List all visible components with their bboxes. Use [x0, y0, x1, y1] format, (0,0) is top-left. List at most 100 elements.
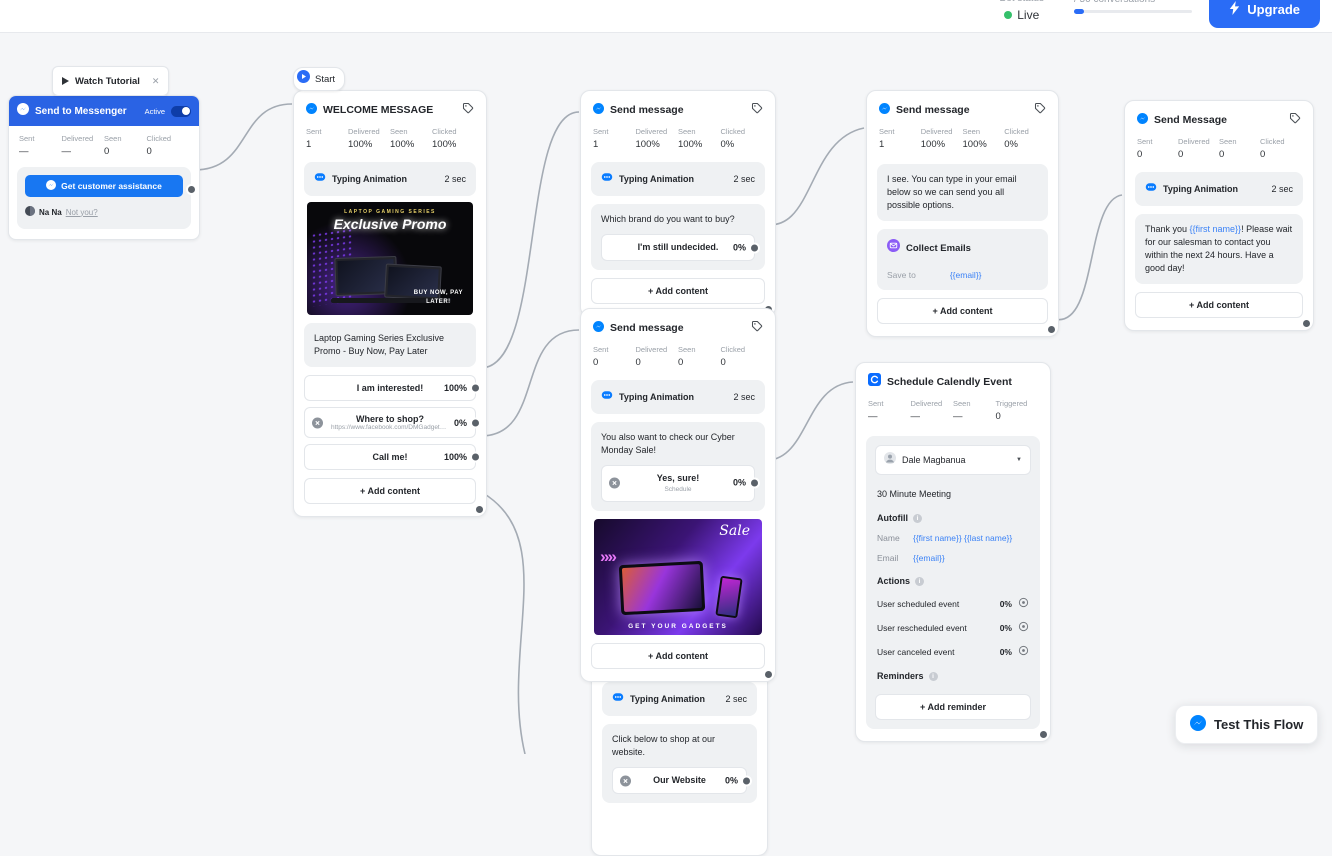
- email-variable[interactable]: {{email}}: [913, 553, 945, 563]
- quick-reply-button-call-me[interactable]: Call me! 100%: [304, 444, 479, 471]
- action-row-canceled: User canceled event 0%: [877, 645, 1029, 658]
- add-content-button[interactable]: + Add content: [591, 642, 765, 669]
- stat-value: —: [953, 411, 963, 422]
- stat-label: Clicked: [432, 127, 457, 136]
- upgrade-button[interactable]: Upgrade: [1209, 0, 1320, 28]
- typing-animation-block[interactable]: Typing Animation 2 sec: [1135, 172, 1303, 206]
- node-connector-dot[interactable]: [765, 670, 772, 678]
- add-reminder-button[interactable]: + Add reminder: [875, 694, 1031, 720]
- stat-value: —: [910, 411, 921, 422]
- message-text: Laptop Gaming Series Exclusive Promo - B…: [314, 333, 445, 357]
- quick-reply-button-yes-sure[interactable]: Yes, sure! Schedule 0%: [601, 465, 758, 502]
- bolt-icon: [1229, 1, 1240, 18]
- email-variable[interactable]: {{email}}: [949, 270, 982, 281]
- avatar: [884, 451, 896, 469]
- target-icon[interactable]: [1018, 621, 1029, 634]
- actions-section-label: Actions: [877, 576, 911, 586]
- message-text: Click below to shop at our website.: [612, 734, 716, 758]
- node-send-to-messenger[interactable]: Send to Messenger Active Sent— Delivered…: [8, 95, 200, 240]
- stat-value: 100%: [432, 139, 457, 150]
- conversations-label: / 50 conversations: [1074, 0, 1192, 5]
- node-header: Schedule Calendly Event: [856, 363, 1050, 393]
- start-label: Start: [315, 73, 336, 85]
- typing-animation-block[interactable]: Typing Animation 2 sec: [591, 162, 765, 196]
- connector-dot[interactable]: [472, 453, 479, 461]
- typing-label: Typing Animation: [630, 694, 705, 704]
- quick-reply-button-undecided[interactable]: I'm still undecided. 0%: [601, 234, 758, 262]
- tag-icon[interactable]: [1034, 101, 1046, 119]
- add-content-button[interactable]: + Add content: [591, 278, 765, 305]
- action-label: User rescheduled event: [877, 622, 967, 633]
- promo-image[interactable]: LAPTOP GAMING SERIES Exclusive Promo BUY…: [307, 202, 473, 315]
- watch-tutorial-pill[interactable]: Watch Tutorial: [52, 66, 170, 96]
- stat-label: Delivered: [910, 399, 943, 408]
- stat-label: Sent: [879, 127, 895, 136]
- url-button-where-to-shop[interactable]: Where to shop? https://www.facebook.com/…: [304, 407, 479, 439]
- stat-label: Delivered: [61, 134, 94, 143]
- connector-dot[interactable]: [743, 777, 750, 785]
- connector-dot[interactable]: [188, 186, 195, 193]
- typing-icon: [601, 388, 613, 406]
- message-text-block[interactable]: Laptop Gaming Series Exclusive Promo - B…: [304, 323, 476, 368]
- message-text-block[interactable]: Click below to shop at our website. Our …: [602, 724, 757, 804]
- connector-dot[interactable]: [472, 419, 479, 427]
- add-content-button[interactable]: + Add content: [877, 298, 1048, 325]
- add-content-button[interactable]: + Add content: [1135, 292, 1303, 319]
- tag-icon[interactable]: [462, 101, 474, 119]
- connector-dot[interactable]: [751, 244, 758, 252]
- calendly-account-dropdown[interactable]: Dale Magbanua: [875, 445, 1031, 475]
- typing-animation-block[interactable]: Typing Animation 2 sec: [591, 380, 765, 414]
- close-icon[interactable]: [152, 76, 160, 87]
- node-schedule-calendly-event[interactable]: Schedule Calendly Event Sent— Delivered—…: [855, 362, 1051, 742]
- connector-dot[interactable]: [751, 479, 758, 487]
- target-icon[interactable]: [1018, 597, 1029, 610]
- node-connector-dot[interactable]: [476, 506, 483, 514]
- chevron-down-icon: [1016, 457, 1022, 463]
- url-button-our-website[interactable]: Our Website 0%: [612, 767, 750, 795]
- autofill-name-row: Name {{first name}} {{last name}}: [877, 533, 1029, 543]
- quick-reply-button-interested[interactable]: I am interested! 100%: [304, 375, 479, 402]
- conversations-progress-bar: [1074, 9, 1192, 14]
- tag-icon[interactable]: [751, 101, 763, 119]
- connector-dot[interactable]: [472, 384, 479, 392]
- button-label: Yes, sure!: [656, 473, 700, 484]
- messenger-icon: [46, 180, 57, 192]
- test-this-flow-label: Test This Flow: [1214, 717, 1304, 732]
- calendly-meeting-type: 30 Minute Meeting: [877, 489, 952, 499]
- node-connector-dot[interactable]: [1040, 731, 1047, 738]
- message-text-block[interactable]: You also want to check our Cyber Monday …: [591, 422, 765, 511]
- stat-label: Clicked: [720, 127, 746, 136]
- name-variable[interactable]: {{first name}} {{last name}}: [913, 533, 1013, 543]
- tag-icon[interactable]: [1289, 111, 1301, 129]
- test-this-flow-button[interactable]: Test This Flow: [1175, 705, 1319, 744]
- add-content-button[interactable]: + Add content: [304, 478, 476, 505]
- message-text-block[interactable]: I see. You can type in your email below …: [877, 164, 1048, 222]
- button-percentage: 0%: [732, 477, 746, 488]
- target-icon[interactable]: [1018, 645, 1029, 658]
- message-text-block[interactable]: Which brand do you want to buy? I'm stil…: [591, 204, 765, 271]
- message-text: I see. You can type in your email below …: [887, 174, 1017, 211]
- tag-icon[interactable]: [751, 319, 763, 337]
- typing-animation-block[interactable]: Typing Animation 2 sec: [304, 162, 476, 196]
- user-name: Na Na: [39, 207, 62, 217]
- start-step-pill[interactable]: Start: [293, 67, 346, 91]
- stat-value: 100%: [348, 139, 373, 150]
- stat-label: Seen: [104, 134, 122, 143]
- messenger-icon: [1190, 715, 1206, 734]
- not-you-link[interactable]: Not you?: [65, 207, 98, 217]
- message-text-pre: Thank you: [1145, 224, 1190, 234]
- node-connector-dot[interactable]: [1303, 320, 1310, 328]
- get-customer-assistance-button[interactable]: Get customer assistance: [25, 175, 183, 197]
- play-icon: [62, 72, 69, 90]
- active-toggle[interactable]: [171, 105, 191, 117]
- node-connector-dot[interactable]: [1048, 326, 1055, 334]
- message-text-block[interactable]: Thank you {{first name}}! Please wait fo…: [1135, 214, 1303, 285]
- collect-emails-block[interactable]: Collect Emails Save to {{email}}: [877, 229, 1048, 291]
- sale-image[interactable]: Sale GET YOUR GADGETS: [594, 518, 762, 635]
- typing-animation-block[interactable]: Typing Animation 2 sec: [602, 682, 757, 716]
